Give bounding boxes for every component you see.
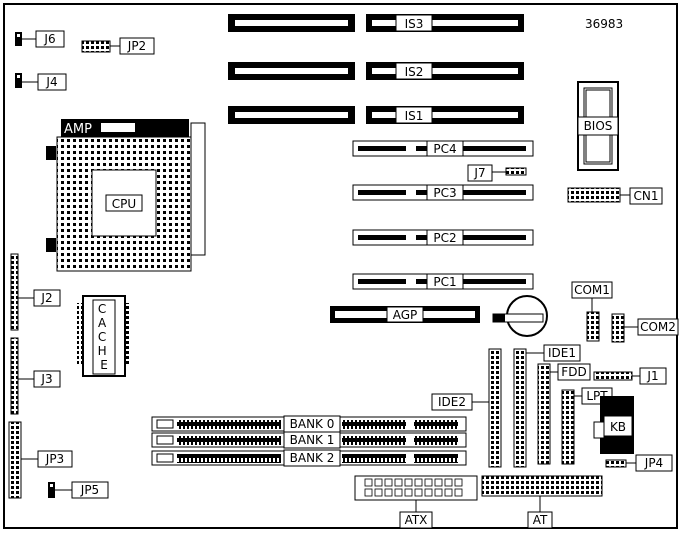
cache-chip: C A C H E [77, 295, 131, 377]
pc3-label: PC3 [433, 186, 456, 200]
fdd-connector: FDD [537, 363, 591, 465]
atx-power-connector: ATX [354, 475, 478, 529]
com2-header: COM2 [611, 313, 679, 343]
memory-banks: BANK 0 BANK 1 BANK 2 [151, 415, 467, 467]
atx-label: ATX [405, 513, 428, 527]
is2-label: IS2 [405, 65, 424, 79]
jp5-label: JP5 [80, 483, 99, 497]
j3-header: J3 [10, 337, 61, 415]
cache-label-c2: C [98, 330, 106, 344]
pc2-label: PC2 [433, 231, 456, 245]
j6-label: J6 [43, 32, 55, 46]
cpu-socket: AMP CPU [46, 119, 206, 272]
ide1-connector: IDE1 [513, 344, 581, 468]
j2-label: J2 [40, 291, 52, 305]
jp4-label: JP4 [644, 456, 663, 470]
jp2-jumper: JP2 [81, 37, 155, 55]
kb-connector: KB [593, 396, 634, 454]
bank1-label: BANK 1 [290, 433, 335, 447]
fdd-label: FDD [561, 365, 586, 379]
cache-label-c1: C [98, 302, 106, 316]
ide1-label: IDE1 [548, 346, 576, 360]
cn1-connector: CN1 [567, 187, 663, 205]
battery [492, 295, 548, 337]
pci-slots: PC4 PC3 PC2 PC1 [352, 140, 534, 290]
j4-label: J4 [45, 75, 57, 89]
com1-header: COM1 [571, 281, 613, 342]
j7-label: J7 [473, 166, 485, 180]
cache-label-h: H [98, 344, 107, 358]
bios-chip: BIOS [577, 81, 619, 171]
jp3-label: JP3 [45, 452, 64, 466]
cache-label-a: A [98, 316, 107, 330]
j2-header: J2 [10, 253, 61, 331]
j7-jumper: J7 [467, 164, 527, 182]
bank0-label: BANK 0 [290, 417, 335, 431]
kb-label: KB [610, 420, 626, 434]
pc4-label: PC4 [433, 142, 456, 156]
is3-label: IS3 [405, 17, 424, 31]
ide2-label: IDE2 [438, 395, 466, 409]
cache-label: C A C H E [98, 302, 111, 372]
jp5-jumper: JP5 [48, 481, 109, 499]
at-power-connector: AT [481, 475, 603, 529]
pc1-label: PC1 [433, 275, 456, 289]
jp4-jumper: JP4 [605, 454, 673, 472]
j6-jumper: J6 [15, 30, 65, 48]
bank2-label: BANK 2 [290, 451, 335, 465]
cn1-label: CN1 [634, 189, 659, 203]
j1-label: J1 [646, 369, 658, 383]
j4-jumper: J4 [15, 73, 67, 91]
is1-label: IS1 [405, 109, 424, 123]
ide2-connector: IDE2 [431, 348, 502, 468]
jp3-jumper: JP3 [8, 421, 73, 499]
jp2-label: JP2 [127, 39, 146, 53]
amp-label: AMP [64, 122, 92, 137]
cache-label-e: E [100, 358, 108, 372]
com1-label: COM1 [574, 283, 610, 297]
j1-jumper: J1 [593, 367, 667, 385]
cpu-label: CPU [112, 197, 136, 211]
at-label: AT [533, 513, 548, 527]
agp-label: AGP [393, 308, 418, 322]
com2-label: COM2 [640, 320, 676, 334]
bios-label: BIOS [584, 119, 613, 133]
agp-slot: AGP [330, 306, 480, 323]
part-number: 36983 [585, 17, 623, 31]
isa-slots: IS3 IS2 IS1 [228, 14, 524, 124]
j3-label: J3 [40, 372, 52, 386]
